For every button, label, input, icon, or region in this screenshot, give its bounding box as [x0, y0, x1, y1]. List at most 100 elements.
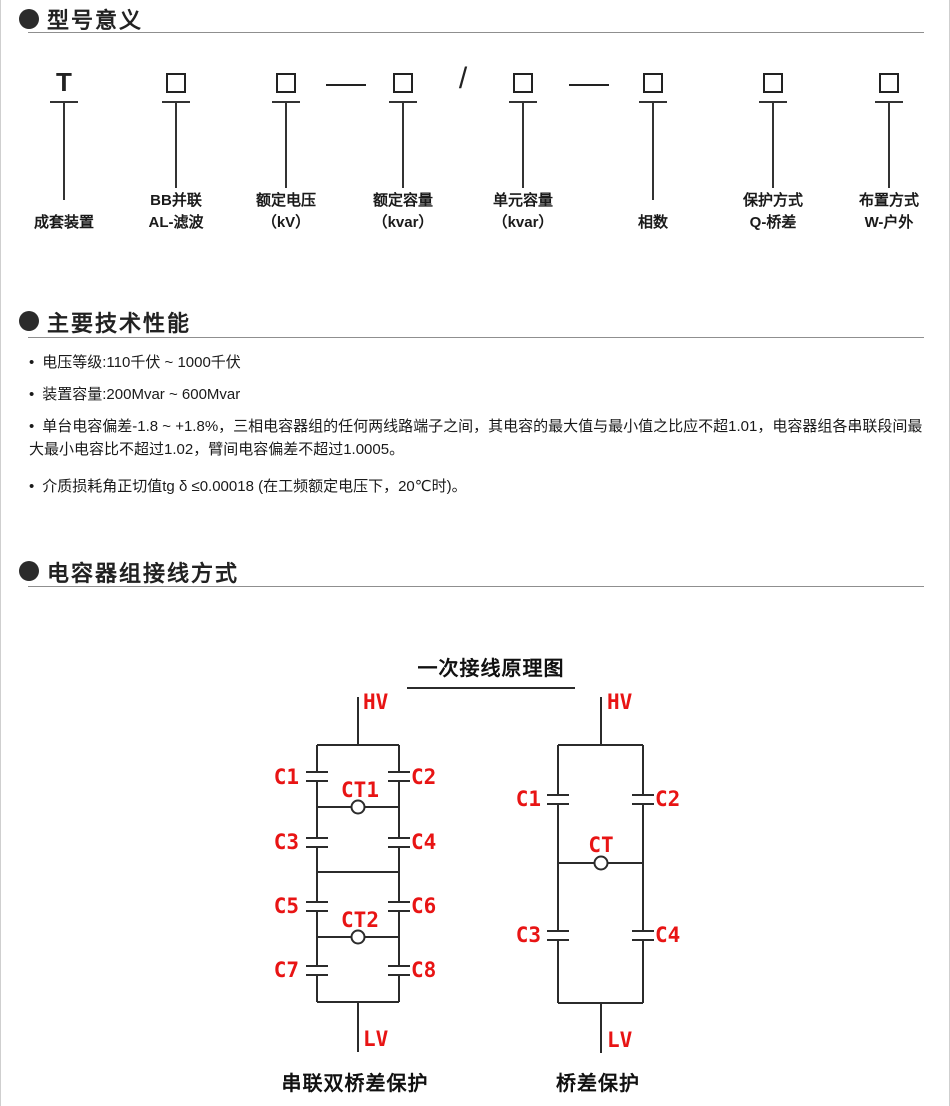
model-column-label: Q-桥差 — [749, 214, 797, 231]
list-item: • 电压等级:110千伏 ~ 1000千伏 — [29, 351, 929, 374]
capacitor-label: C8 — [411, 958, 437, 982]
model-column-label — [598, 190, 708, 212]
capacitor-label: C2 — [655, 787, 681, 811]
model-box-symbol — [879, 73, 899, 93]
capacitor-label: C3 — [515, 923, 541, 947]
bullet-icon: • — [29, 386, 35, 403]
model-box-symbol — [763, 73, 783, 93]
model-column-label: 保护方式 — [742, 192, 803, 209]
model-box-symbol — [276, 73, 296, 93]
capacitor-label: C1 — [515, 787, 541, 811]
connector-line — [639, 101, 667, 103]
diagram-title: 一次接线原理图 — [407, 652, 575, 689]
dash-separator — [569, 84, 609, 86]
hv-terminal-label: HV — [363, 690, 389, 714]
connector-line — [522, 103, 524, 188]
model-column-label: 额定电压 — [255, 192, 316, 209]
connector-line — [402, 103, 404, 188]
section-rule — [28, 32, 924, 33]
list-item-text: 电压等级:110千伏 ~ 1000千伏 — [42, 354, 241, 371]
connector-line — [652, 103, 654, 200]
slash-separator: / — [458, 62, 468, 95]
ct-label: CT1 — [341, 778, 379, 802]
capacitor-label: C6 — [411, 894, 437, 918]
circuit-svg — [306, 697, 654, 1053]
model-column: 额定电压 （kV） — [231, 65, 341, 231]
model-box-symbol — [166, 73, 186, 93]
connector-line — [272, 101, 300, 103]
list-item-text: 介质损耗角正切值tg δ ≤0.00018 (在工频额定电压下，20℃时)。 — [42, 478, 467, 495]
section-bullet-icon — [19, 9, 39, 29]
model-box-symbol — [513, 73, 533, 93]
section-bullet-icon — [19, 311, 39, 331]
connector-line — [875, 101, 903, 103]
model-column: T 成套装置 — [9, 65, 119, 231]
capacitor-label: C4 — [655, 923, 681, 947]
lv-terminal-label: LV — [607, 1028, 633, 1052]
right-circuit-diagram — [547, 697, 654, 1053]
model-column: 额定容量 （kvar） — [348, 65, 458, 231]
model-column-label: 成套装置 — [33, 214, 94, 231]
wiring-diagram-area: 一次接线原理图 HV C1 C2 CT1 C3 C4 C5 C6 CT2 C7 … — [1, 640, 949, 1106]
model-column-label: （kV） — [261, 214, 311, 231]
model-column-label: （kvar） — [492, 214, 554, 231]
capacitor-label: C2 — [411, 765, 437, 789]
left-circuit-diagram — [306, 697, 410, 1052]
model-column-label — [9, 190, 119, 212]
dash-separator — [326, 84, 366, 86]
bullet-icon: • — [29, 354, 35, 371]
section-rule — [28, 586, 924, 587]
list-item: •单台电容偏差-1.8 ~ +1.8%，三相电容器组的任何两线路端子之间，其电容… — [29, 415, 929, 461]
ct-symbol — [593, 855, 609, 871]
section-rule — [28, 337, 924, 338]
ct-label: CT2 — [341, 908, 379, 932]
model-symbol-letter: T — [56, 67, 72, 97]
model-column-label: （kvar） — [372, 214, 434, 231]
list-item-text: 装置容量:200Mvar ~ 600Mvar — [42, 386, 241, 403]
list-item: • 装置容量:200Mvar ~ 600Mvar — [29, 383, 929, 406]
circuit-caption: 桥差保护 — [556, 1073, 640, 1095]
list-item-text: 单台电容偏差-1.8 ~ +1.8%，三相电容器组的任何两线路端子之间，其电容的… — [29, 418, 923, 458]
hv-terminal-label: HV — [607, 690, 633, 714]
list-item: • 介质损耗角正切值tg δ ≤0.00018 (在工频额定电压下，20℃时)。 — [29, 475, 929, 498]
model-column-label: AL-滤波 — [148, 214, 204, 231]
model-column: 单元容量 （kvar） — [468, 65, 578, 231]
model-column: 相数 — [598, 65, 708, 231]
model-column-label: BB并联 — [150, 192, 202, 209]
ct-symbol — [350, 929, 366, 945]
connector-line — [285, 103, 287, 188]
model-box-symbol — [393, 73, 413, 93]
connector-line — [50, 101, 78, 103]
circuit-caption: 串联双桥差保护 — [281, 1073, 429, 1095]
bullet-icon: • — [29, 478, 35, 495]
model-column-label: 额定容量 — [372, 192, 433, 209]
ct-symbol — [350, 799, 366, 815]
performance-list: • 电压等级:110千伏 ~ 1000千伏 • 装置容量:200Mvar ~ 600… — [29, 351, 929, 507]
connector-line — [759, 101, 787, 103]
model-column-label: 相数 — [637, 214, 668, 231]
model-column-label: 布置方式 — [858, 192, 919, 209]
ct-label: CT — [588, 833, 614, 857]
connector-line — [162, 101, 190, 103]
capacitor-label: C7 — [273, 958, 299, 982]
connector-line — [63, 103, 65, 200]
connector-line — [888, 103, 890, 188]
model-column: 布置方式 W-户外 — [834, 65, 944, 231]
section-title-wiring: 电容器组接线方式 — [47, 561, 240, 586]
connector-line — [509, 101, 537, 103]
connector-line — [389, 101, 417, 103]
section-bullet-icon — [19, 561, 39, 581]
capacitor-label: C4 — [411, 830, 437, 854]
capacitor-label: C5 — [273, 894, 299, 918]
model-column-label: 单元容量 — [492, 192, 553, 209]
connector-line — [772, 103, 774, 188]
lv-terminal-label: LV — [363, 1027, 389, 1051]
model-column-label: W-户外 — [864, 214, 914, 231]
model-box-symbol — [643, 73, 663, 93]
section-title-performance: 主要技术性能 — [47, 311, 192, 336]
bullet-icon: • — [29, 418, 35, 435]
model-column: 保护方式 Q-桥差 — [718, 65, 828, 231]
capacitor-label: C1 — [273, 765, 299, 789]
connector-line — [175, 103, 177, 188]
